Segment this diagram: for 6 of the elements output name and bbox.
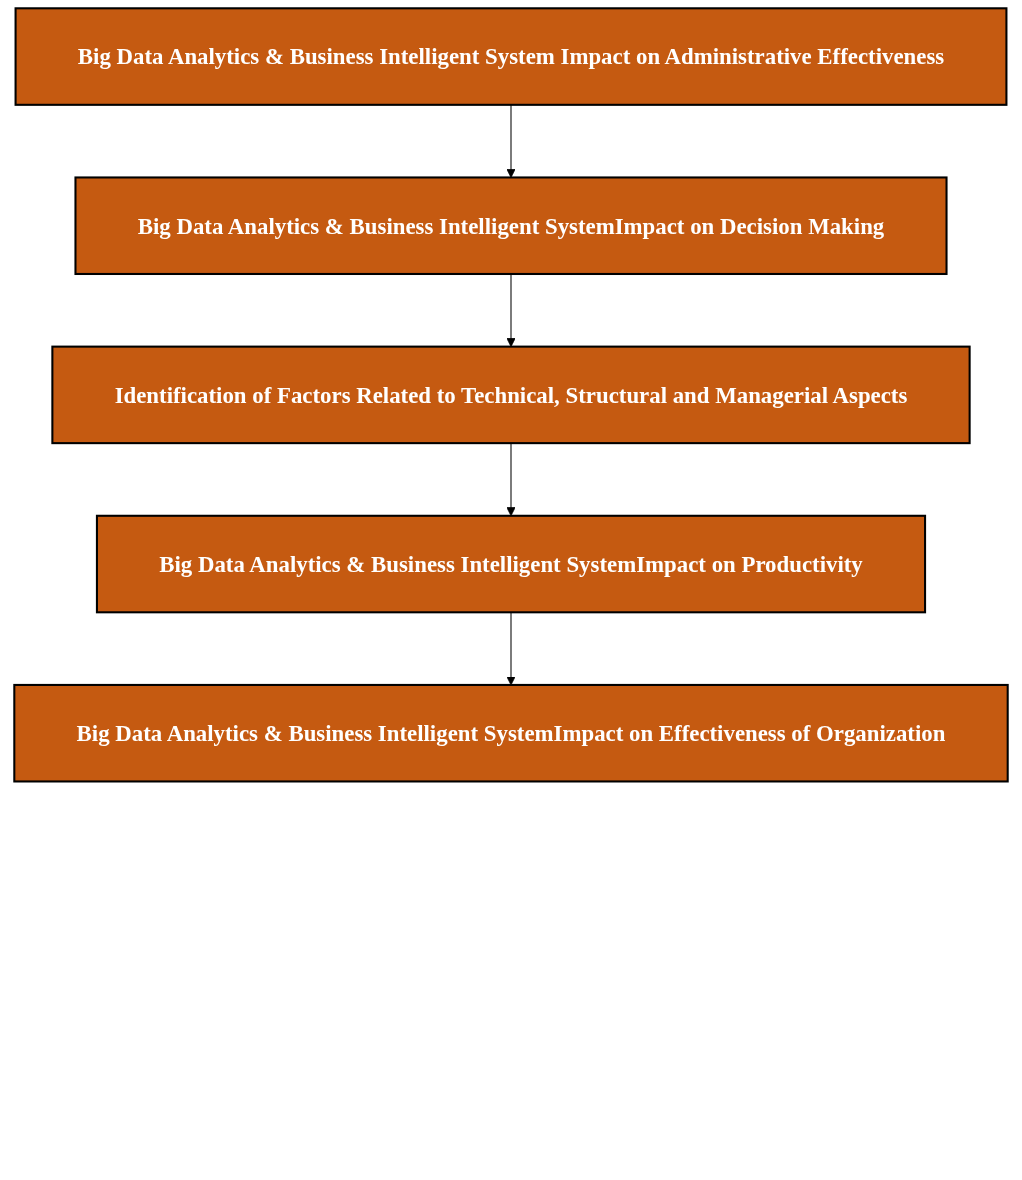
- node-box: Big Data Analytics & Business Intelligent System Impact on Administrative Effectiveness: [14, 7, 1008, 106]
- node-box: Big Data Analytics & Business Intelligent SystemImpact on Effectiveness of Organization: [13, 683, 1009, 783]
- node-box: Identification of Factors Related to Technical, Structural and Managerial Aspects: [51, 345, 971, 445]
- arrow: [506, 104, 516, 178]
- node-box: Big Data Analytics & Business Intelligent SystemImpact on Productivity: [95, 514, 927, 614]
- node-box: Big Data Analytics & Business Intelligent SystemImpact on Decision Making: [74, 176, 948, 276]
